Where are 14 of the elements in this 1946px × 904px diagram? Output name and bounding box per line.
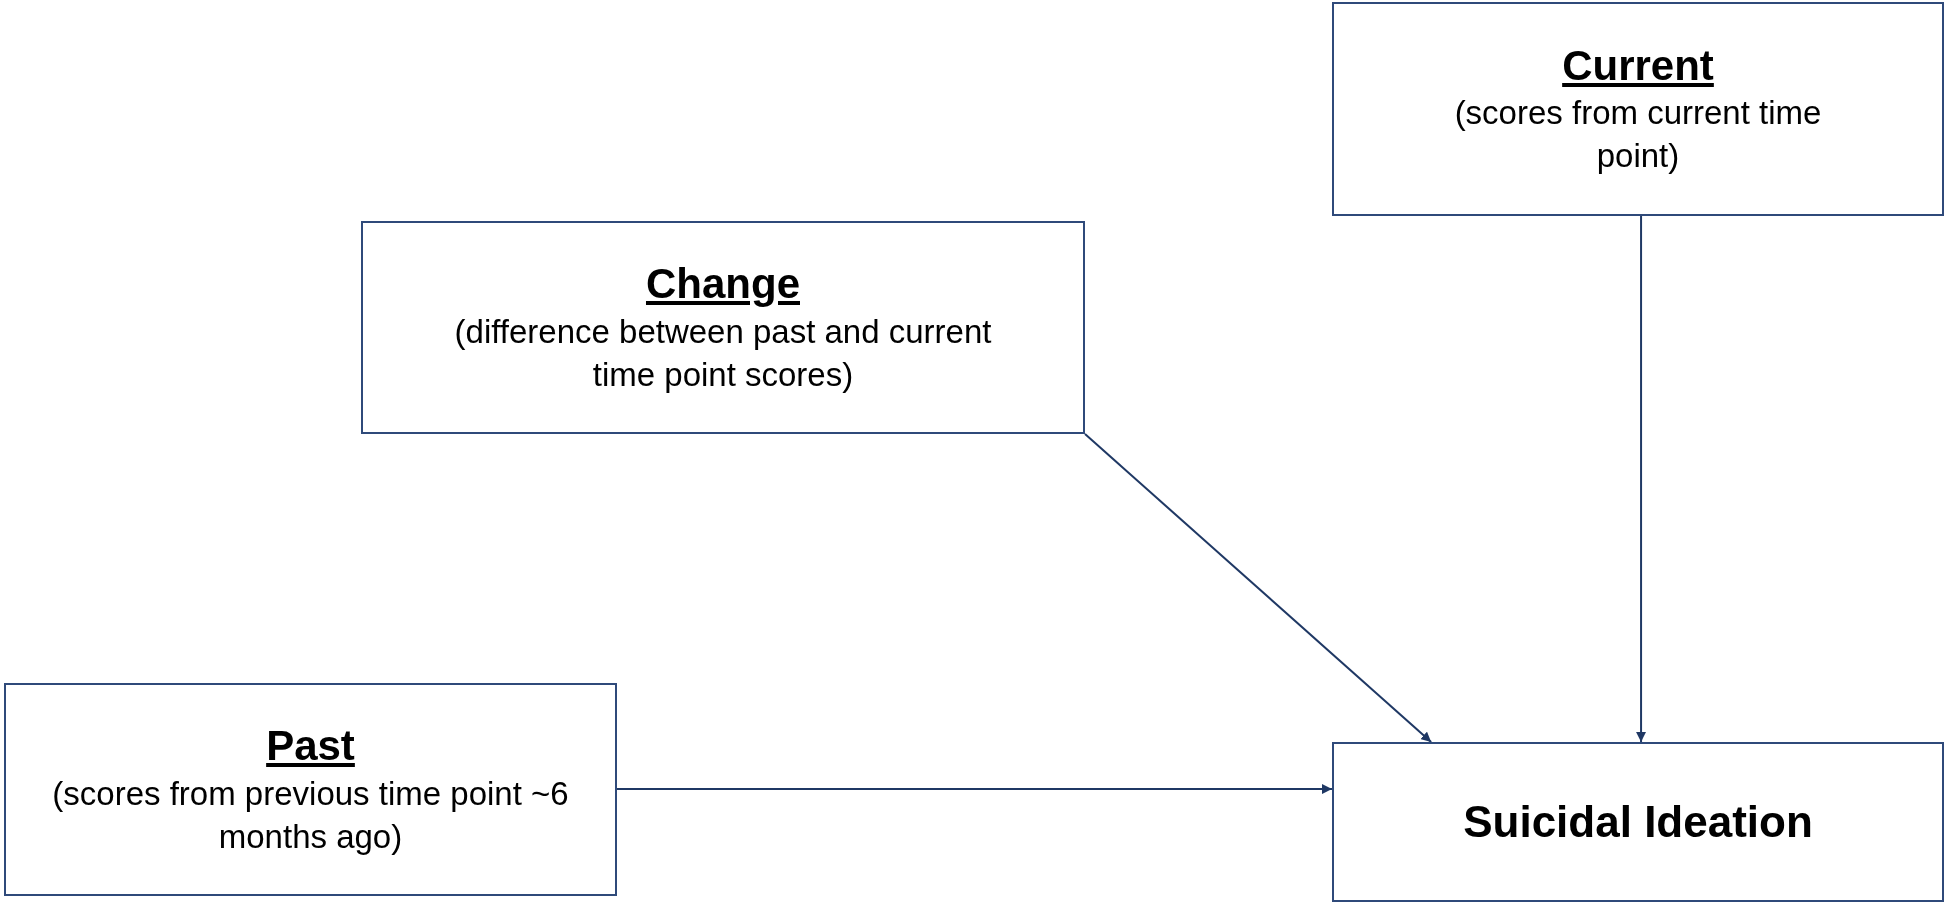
arrow <box>1636 215 1647 743</box>
process-box <box>361 221 1085 434</box>
node-title: Current <box>1562 40 1714 91</box>
process-box <box>1332 742 1944 902</box>
node-description: (scores from current time point) <box>1453 93 1823 177</box>
process-box <box>4 683 617 896</box>
node-description: (difference between past and current time point scores) <box>453 311 993 395</box>
node-description: (scores from previous time point ~6 months ago) <box>51 773 570 857</box>
node-title: Suicidal Ideation <box>1463 797 1813 847</box>
arrow <box>616 784 1333 795</box>
process-box <box>1332 2 1944 216</box>
node-title: Change <box>646 259 800 310</box>
node-title: Past <box>266 721 355 772</box>
arrow <box>1084 433 1433 743</box>
